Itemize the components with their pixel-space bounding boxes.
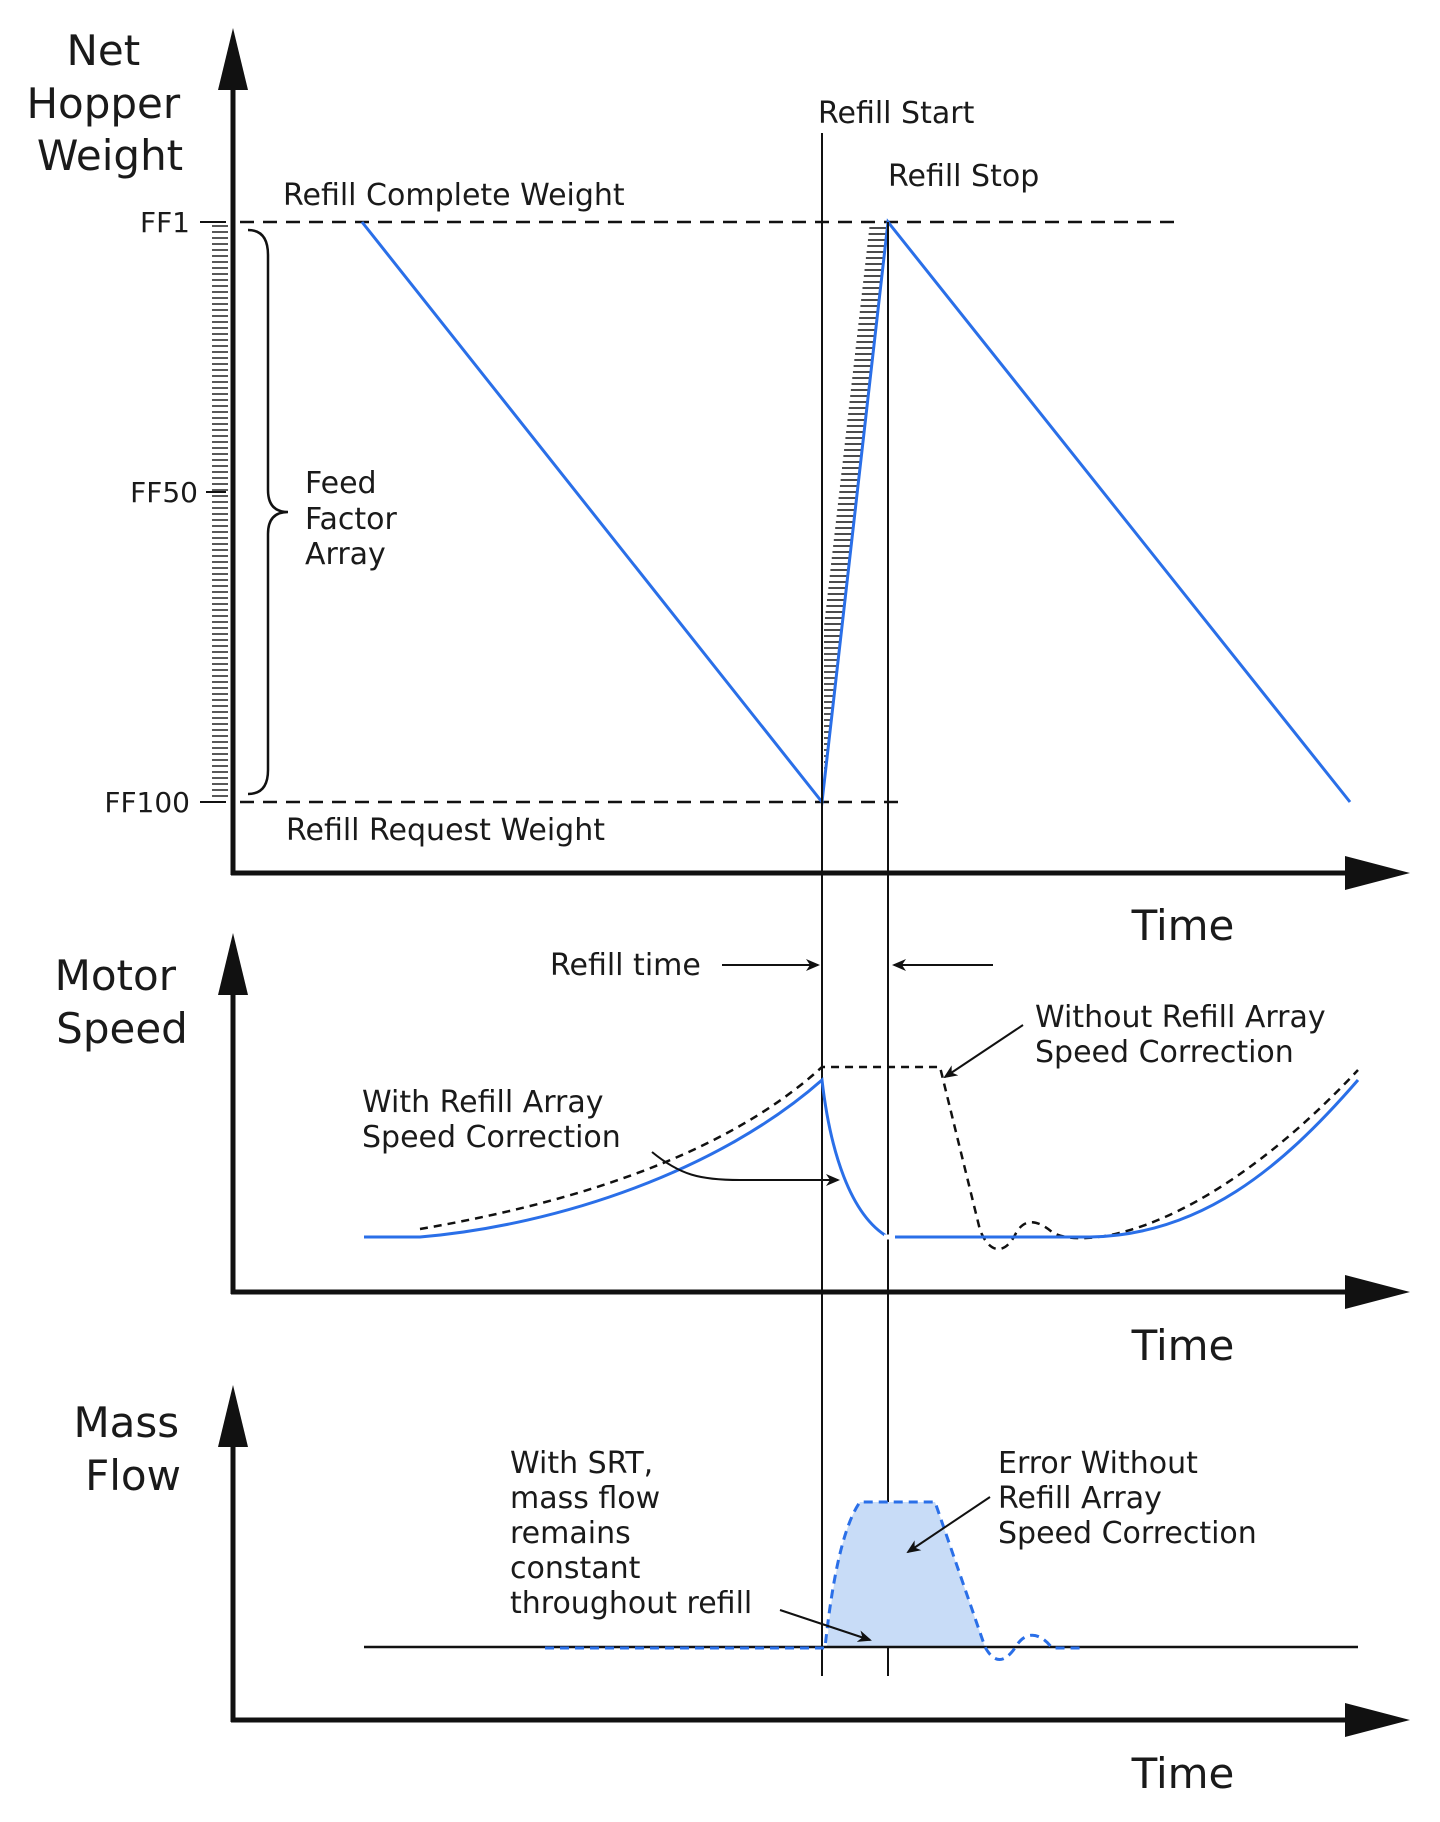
y-title-line-1: Motor [55, 951, 177, 1000]
refill-stop-label: Refill Stop [888, 159, 1039, 194]
y-axis-title: Motor Speed [55, 951, 190, 1053]
feed-factor-brace [247, 228, 289, 796]
speed-with-correction [364, 1076, 1360, 1239]
y-title-line-1: Mass [73, 1398, 179, 1447]
panel-hopper-weight: Net Hopper Weight Time FF1 FF50 FF100 Re… [26, 26, 1410, 950]
srt-line-5: throughout refill [510, 1586, 752, 1621]
feed-factor-ticks [212, 225, 228, 797]
srt-arrow [779, 1609, 872, 1642]
y-axis-title: Net Hopper Weight [26, 26, 193, 180]
feed-factor-line-2: Factor [305, 502, 397, 537]
tick-ff1: FF1 [140, 206, 190, 239]
refill-time-label: Refill time [550, 948, 701, 983]
error-line-1: Error Without [998, 1446, 1198, 1481]
with-correction-arrow [651, 1151, 840, 1186]
with-correction-line-1: With Refill Array [362, 1085, 604, 1120]
feed-factor-line-3: Array [305, 537, 386, 572]
y-axis-arrow [218, 1385, 248, 1447]
refill-start-label: Refill Start [818, 96, 975, 131]
y-title-line-2: Hopper [26, 79, 180, 128]
tick-ff100: FF100 [104, 786, 190, 819]
error-line-2: Refill Array [998, 1481, 1162, 1516]
without-correction-line-1: Without Refill Array [1035, 1000, 1326, 1035]
srt-line-4: constant [510, 1551, 641, 1586]
without-correction-label: Without Refill Array Speed Correction [1035, 1000, 1335, 1070]
x-axis-label: Time [1131, 1749, 1235, 1798]
srt-label: With SRT, mass flow remains constant thr… [510, 1446, 752, 1621]
error-region [827, 1502, 985, 1647]
y-title-line-3: Weight [37, 131, 183, 180]
with-correction-label: With Refill Array Speed Correction [362, 1085, 621, 1155]
panel-motor-speed: Motor Speed Time Refill time With Refill… [55, 933, 1410, 1370]
error-label: Error Without Refill Array Speed Correct… [998, 1446, 1257, 1551]
x-axis-label: Time [1131, 901, 1235, 950]
tick-ff50: FF50 [130, 476, 198, 509]
refill-request-label: Refill Request Weight [286, 813, 605, 848]
panel-mass-flow: Mass Flow Time With SRT, mass flow remai… [73, 1385, 1410, 1798]
hopper-weight-line [360, 218, 1352, 806]
srt-line-3: remains [510, 1516, 631, 1551]
refill-hatch [823, 227, 888, 793]
without-correction-line-2: Speed Correction [1035, 1035, 1294, 1070]
y-title-line-2: Flow [85, 1451, 181, 1500]
y-title-line-2: Speed [56, 1004, 188, 1053]
error-arrow [906, 1496, 991, 1554]
without-correction-arrow [943, 1024, 1024, 1079]
feed-factor-label: Feed Factor Array [305, 466, 406, 572]
x-axis-label: Time [1131, 1321, 1235, 1370]
refill-complete-label: Refill Complete Weight [283, 178, 625, 213]
with-correction-line-2: Speed Correction [362, 1120, 621, 1155]
x-axis-arrow [1345, 856, 1410, 890]
y-axis-arrow [218, 28, 248, 90]
x-axis-arrow [1345, 1703, 1410, 1737]
y-axis-title: Mass Flow [73, 1398, 192, 1500]
srt-line-1: With SRT, [510, 1446, 653, 1481]
x-axis-arrow [1345, 1275, 1410, 1309]
y-title-line-1: Net [66, 26, 140, 75]
srt-line-2: mass flow [510, 1481, 660, 1516]
error-line-3: Speed Correction [998, 1516, 1257, 1551]
feed-factor-line-1: Feed [305, 466, 377, 501]
error-curve [545, 1500, 1080, 1661]
y-axis-arrow [218, 933, 248, 995]
